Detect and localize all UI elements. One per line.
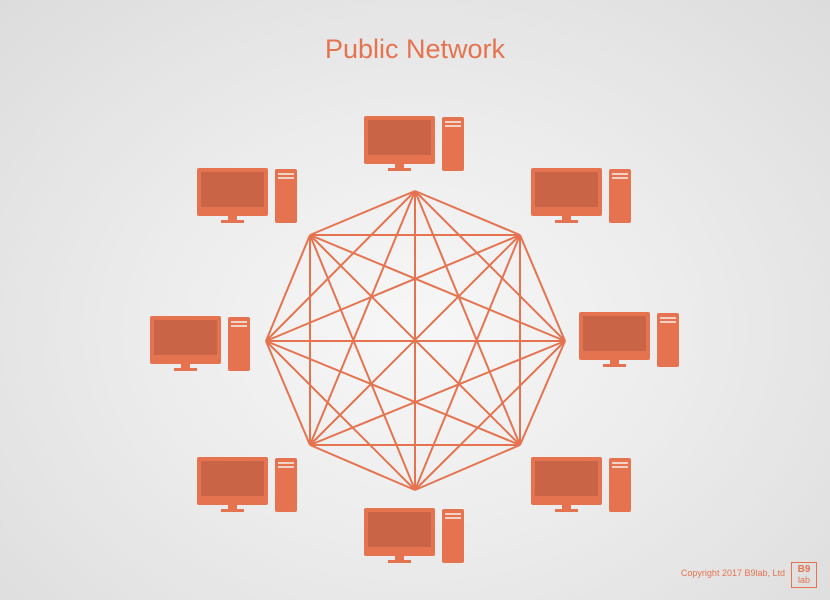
monitor-screen <box>535 172 598 207</box>
mesh-link <box>309 234 521 446</box>
tower-slot <box>660 317 676 319</box>
mesh-link <box>414 444 521 491</box>
monitor-base <box>388 168 411 171</box>
desktop-computer-icon <box>364 508 464 563</box>
computer-tower <box>228 317 250 371</box>
mesh-link <box>519 340 566 446</box>
monitor-base <box>174 368 197 371</box>
mesh-link <box>309 234 566 342</box>
tower-slot <box>445 121 461 123</box>
desktop-computer-icon <box>364 116 464 171</box>
tower-slot <box>445 513 461 515</box>
mesh-link <box>414 234 521 491</box>
tower-slot <box>231 321 247 323</box>
computer-tower <box>275 458 297 512</box>
monitor-base <box>388 560 411 563</box>
monitor-screen <box>154 320 217 355</box>
monitor-neck <box>562 216 571 220</box>
tower-slot <box>278 177 294 179</box>
desktop-computer-icon <box>531 168 631 223</box>
monitor-base <box>555 220 578 223</box>
monitor-screen <box>535 461 598 496</box>
logo-bottom: lab <box>797 575 810 585</box>
b9lab-logo: B9 lab <box>791 562 817 588</box>
desktop-computer-icon <box>531 457 631 512</box>
mesh-link <box>265 340 311 446</box>
copyright-notice: Copyright 2017 B9lab, Ltd <box>680 568 785 578</box>
computers <box>150 116 679 563</box>
mesh-link <box>265 234 311 342</box>
tower-slot <box>231 325 247 327</box>
computer-tower <box>275 169 297 223</box>
monitor-base <box>555 509 578 512</box>
computer-tower <box>657 313 679 367</box>
tower-slot <box>445 517 461 519</box>
monitor-neck <box>228 505 237 509</box>
tower-slot <box>612 173 628 175</box>
monitor-screen <box>201 172 264 207</box>
diagram-title: Public Network <box>324 34 506 64</box>
desktop-computer-icon <box>579 312 679 367</box>
monitor-base <box>221 220 244 223</box>
monitor-neck <box>181 364 190 368</box>
monitor-screen <box>368 512 431 547</box>
tower-slot <box>660 321 676 323</box>
mesh-link <box>309 190 416 236</box>
mesh-link <box>265 234 521 342</box>
tower-slot <box>278 466 294 468</box>
mesh-link <box>414 190 521 236</box>
tower-slot <box>278 173 294 175</box>
desktop-computer-icon <box>197 457 297 512</box>
tower-slot <box>445 125 461 127</box>
mesh-link <box>309 234 416 491</box>
monitor-neck <box>562 505 571 509</box>
logo-top: B9 <box>797 564 811 575</box>
computer-tower <box>442 509 464 563</box>
monitor-screen <box>583 316 646 351</box>
monitor-neck <box>395 556 404 560</box>
desktop-computer-icon <box>150 316 250 371</box>
monitor-neck <box>610 360 619 364</box>
monitor-neck <box>228 216 237 220</box>
tower-slot <box>612 177 628 179</box>
monitor-screen <box>368 120 431 155</box>
computer-tower <box>442 117 464 171</box>
mesh-link <box>265 340 416 491</box>
tower-slot <box>612 462 628 464</box>
desktop-computer-icon <box>197 168 297 223</box>
monitor-base <box>603 364 626 367</box>
tower-slot <box>612 466 628 468</box>
computer-tower <box>609 458 631 512</box>
monitor-neck <box>395 164 404 168</box>
tower-slot <box>278 462 294 464</box>
mesh-link <box>309 444 416 491</box>
monitor-base <box>221 509 244 512</box>
mesh-connections <box>265 190 566 491</box>
mesh-link <box>265 340 521 446</box>
monitor-screen <box>201 461 264 496</box>
mesh-link <box>519 234 566 342</box>
computer-tower <box>609 169 631 223</box>
